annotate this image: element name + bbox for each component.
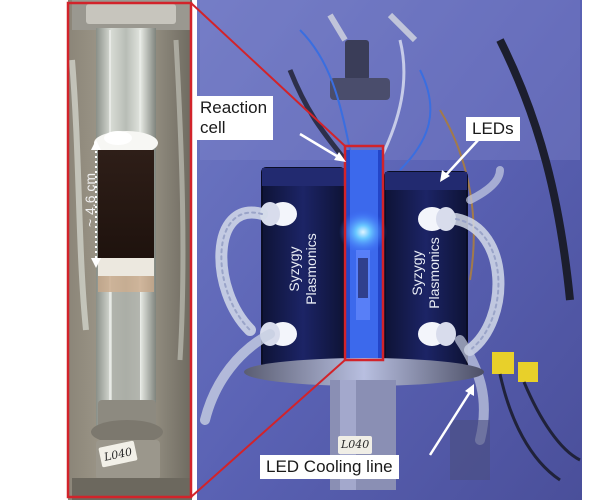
cooling-hoses <box>200 166 505 445</box>
scale-arrow <box>91 140 101 268</box>
left-brand-line2: Plasmonics <box>303 233 319 305</box>
right-brand-line2: Plasmonics <box>426 237 442 309</box>
base-tag-text: L040 <box>341 438 370 451</box>
cooling-line-label: LED Cooling line <box>260 455 399 479</box>
left-brand-line1: Syzygy <box>286 246 302 292</box>
right-panel-brand: Syzygy Plasmonics <box>409 228 443 318</box>
callout-frames <box>66 1 385 499</box>
hose-fittings <box>260 202 456 346</box>
right-brand-line1: Syzygy <box>409 250 425 296</box>
reaction-cell-label-line2: cell <box>200 118 226 137</box>
leader-arrows <box>299 132 481 456</box>
reaction-cell-label: Reaction cell <box>194 96 274 140</box>
thermocouples <box>492 352 581 482</box>
right-photo <box>197 0 582 500</box>
reaction-cell-label-line1: Reaction <box>200 98 268 117</box>
left-panel-brand: Syzygy Plasmonics <box>286 224 320 314</box>
reaction-cell <box>339 150 387 364</box>
leds-label: LEDs <box>466 117 520 141</box>
left-photo <box>68 0 192 500</box>
scale-label: ~ 4.6 cm <box>82 172 98 228</box>
